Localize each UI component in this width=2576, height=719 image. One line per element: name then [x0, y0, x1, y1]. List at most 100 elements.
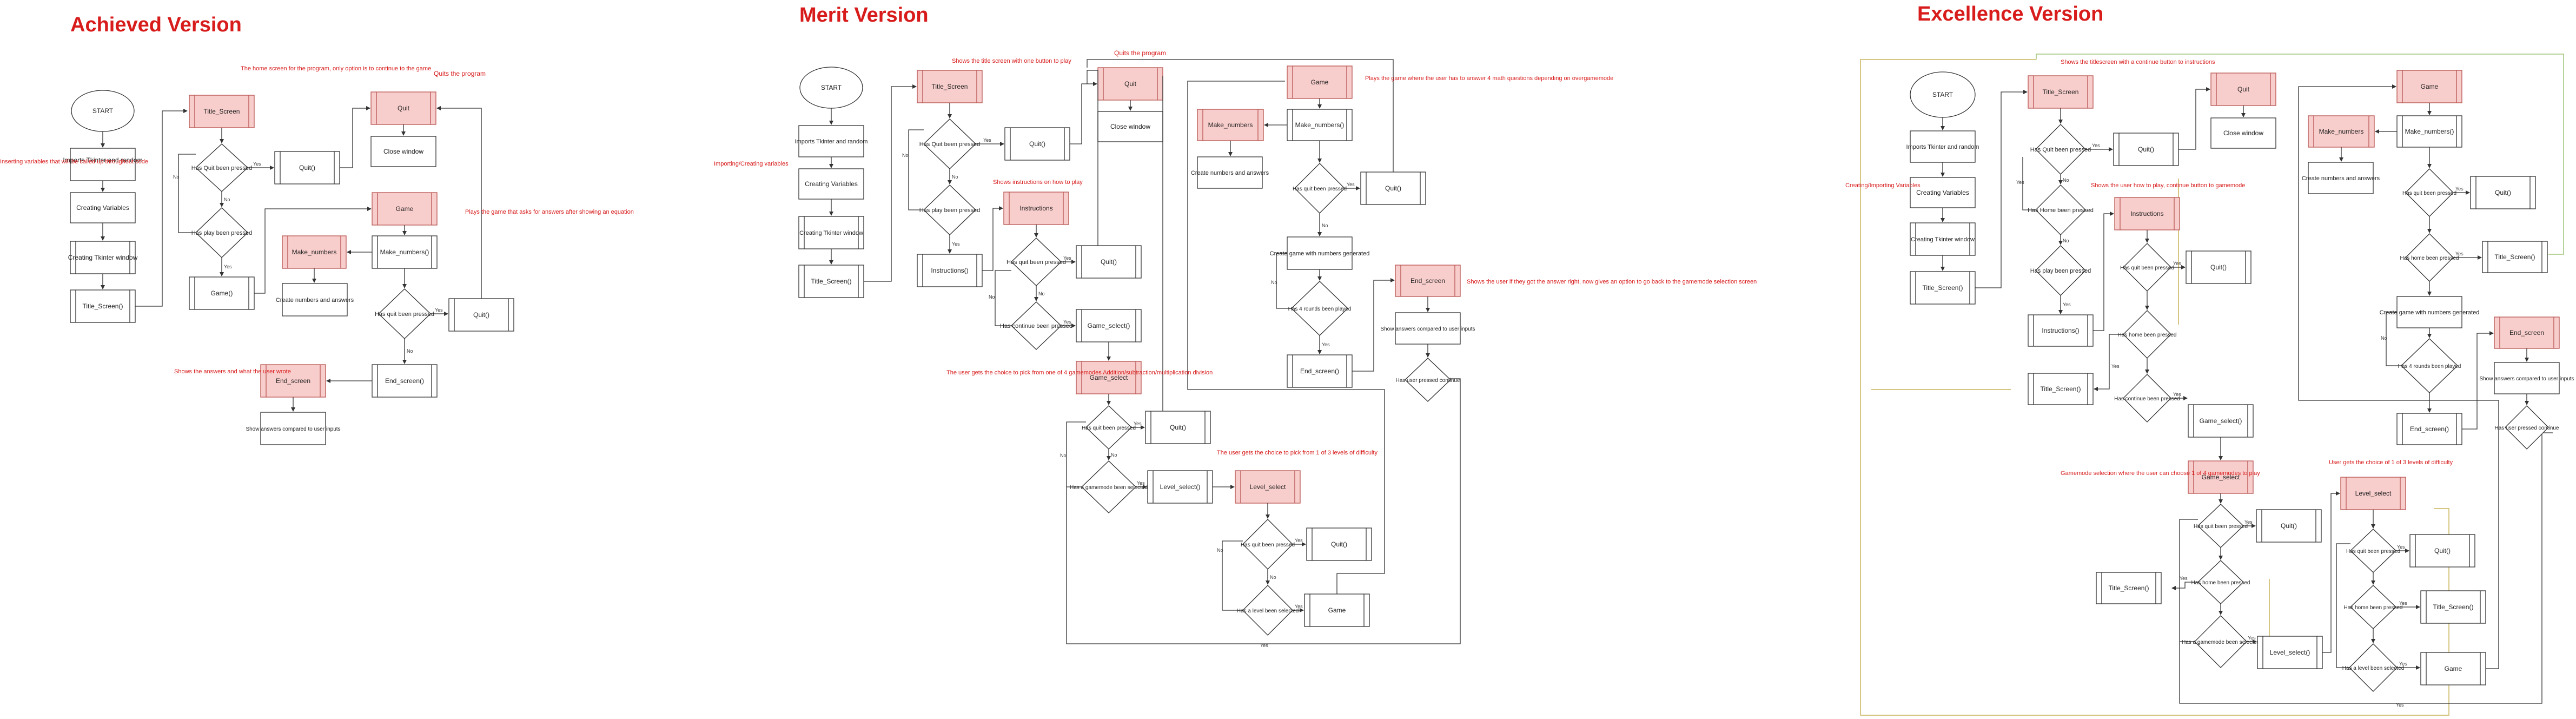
e-quit-call-3-label: Quit() — [2281, 522, 2297, 530]
e-title-call-3-label: Title_Screen() — [2109, 584, 2149, 592]
a-title-screen-label: Title_Screen — [204, 108, 240, 115]
a-end-screen-call-node — [372, 364, 438, 398]
e-home-decision-2-label: Has home been pressed — [2118, 332, 2177, 338]
m-window-label: Creating Tkinter window — [799, 230, 863, 236]
m-game-select-node — [1076, 361, 1142, 394]
e-yes-label-6: Yes — [2180, 576, 2188, 581]
a-imports-node — [70, 148, 136, 181]
e-close-window-node — [2210, 117, 2276, 149]
e-make-numbers-node — [2308, 115, 2375, 148]
e-no-label: No — [2063, 177, 2069, 183]
e-yes-label-8: Yes — [2397, 544, 2405, 550]
m-imports-label: Imports Tkinter and random — [795, 138, 868, 145]
m-no-label-7: No — [1270, 575, 1276, 580]
m-level-select-call-node — [1147, 470, 1213, 504]
e-continue-decision-2 — [2505, 405, 2549, 450]
m-note-instr: Shows instructions on how to play — [993, 179, 1083, 186]
m-quit-call-3-label: Quit() — [1170, 424, 1186, 431]
m-show-answers-node — [1395, 312, 1461, 345]
e-title-call-4-label: Title_Screen() — [2433, 603, 2474, 611]
m-no-label-6: No — [1060, 453, 1067, 458]
e-note-creating: Creating/Importing Variables — [1845, 182, 1921, 189]
m-quit-call-node — [1004, 127, 1070, 161]
m-instr-call-node — [917, 254, 983, 287]
e-game-select-call-label: Game_select() — [2200, 417, 2242, 425]
m-end-screen-node — [1395, 265, 1461, 297]
m-gamemode-decision — [1081, 460, 1136, 513]
m-quit-call-node-4 — [1306, 527, 1372, 561]
m-game-label: Game — [1311, 78, 1329, 86]
a-yes-label-3: Yes — [435, 307, 443, 313]
a-title-call-label: Title_Screen() — [83, 302, 123, 310]
m-yes-label-10: Yes — [1347, 182, 1355, 187]
e-yes-label-5: Yes — [2244, 519, 2253, 525]
e-yes-label-p: Yes — [2063, 302, 2071, 307]
e-yes-label-7: Yes — [2248, 635, 2256, 641]
m-continue-decision — [1011, 301, 1062, 350]
e-close-window-label: Close window — [2223, 129, 2263, 137]
a-end-screen-node — [260, 364, 326, 398]
e-instr-call-node — [2028, 314, 2094, 347]
m-make-numbers-call-label: Make_numbers() — [1295, 121, 1345, 129]
e-make-numbers-call-node — [2396, 115, 2462, 148]
a-quit-call-node-2 — [448, 298, 514, 332]
e-instr-call-label: Instructions() — [2042, 327, 2079, 334]
m-yes-label-9: Yes — [1260, 643, 1268, 648]
m-end-screen-label: End_screen — [1410, 277, 1445, 285]
e-gamemode-decision-label: Has a gamemode been selected — [2182, 639, 2260, 645]
e-create-game-label: Create game with numbers generated — [2380, 309, 2480, 316]
m-quit-decision-2-label: Has quit been pressed — [1006, 259, 1066, 266]
a-quit-node — [370, 91, 436, 125]
e-level-select-node — [2340, 477, 2406, 510]
a-yes-label: Yes — [253, 161, 261, 167]
m-level-decision-label: Has a level been selected — [1237, 608, 1299, 614]
m-continue-decision-2 — [1405, 358, 1451, 402]
m-note-title: Shows the title screen with one button t… — [952, 58, 1071, 64]
m-no-label-5: No — [1111, 452, 1117, 458]
achieved-flowchart: START Imports Tkinter and random Creatin… — [0, 65, 634, 445]
e-quit-call-4-label: Quit() — [2434, 547, 2451, 555]
a-window-label: Creating Tkinter window — [68, 254, 138, 261]
e-yes-label-10: Yes — [2399, 661, 2407, 667]
e-title-call-node-5 — [2482, 241, 2548, 273]
m-level-decision — [1242, 585, 1293, 636]
m-no-label-11: No — [1271, 280, 1277, 285]
m-yes-label-11: Yes — [1322, 342, 1330, 347]
e-quit-call-label: Quit() — [2138, 146, 2154, 153]
m-quit-decision-4-label: Has quit been pressed — [1241, 542, 1295, 548]
a-no-label: No — [224, 197, 230, 202]
e-yes-label-12: Yes — [2455, 186, 2464, 192]
e-create-game-node — [2396, 296, 2462, 328]
e-note-instr: Shows the user how to play, continue but… — [2091, 182, 2245, 189]
a-game-call-node — [189, 276, 255, 310]
e-quit-decision-5-label: Has quit been pressed — [2402, 190, 2456, 196]
e-level-decision — [2349, 643, 2398, 692]
a-note-quits: Quits the program — [434, 70, 486, 77]
e-make-numbers-call-label: Make_numbers() — [2405, 128, 2454, 135]
a-close-window-node — [370, 136, 436, 167]
m-game-select-label: Game_select — [1090, 374, 1128, 381]
e-title-call-5-label: Title_Screen() — [2495, 253, 2535, 261]
e-quit-call-node — [2113, 133, 2179, 166]
m-game-call-node — [1304, 593, 1370, 627]
m-level-select-call-label: Level_select() — [1160, 483, 1201, 491]
m-no-label-4: No — [989, 294, 995, 300]
m-title-screen-node — [917, 70, 983, 103]
m-play-decision-label: Has play been pressed — [919, 207, 981, 214]
e-play-decision-label: Has play been pressed — [2030, 268, 2091, 274]
m-start-label: START — [821, 84, 842, 91]
e-yes-label-13: Yes — [2455, 251, 2464, 256]
e-show-answers-label: Show answers compared to user inputs — [2479, 376, 2574, 382]
m-instr-label: Instructions — [1019, 205, 1052, 212]
m-vars-node — [798, 168, 864, 200]
a-make-numbers-node — [282, 235, 347, 269]
m-imports-node — [798, 125, 864, 157]
a-quit-decision-2-label: Has quit been pressed — [375, 311, 434, 318]
m-no-label-10: No — [1322, 223, 1328, 228]
e-no-label-14: No — [2381, 335, 2387, 341]
e-yes-label-2: Yes — [2173, 261, 2181, 266]
m-note-quits: Quits the program — [1114, 49, 1166, 57]
e-level-select-call-node — [2257, 636, 2323, 669]
m-make-numbers-label: Make_numbers — [1208, 121, 1253, 129]
e-gamemode-decision — [2194, 615, 2247, 668]
